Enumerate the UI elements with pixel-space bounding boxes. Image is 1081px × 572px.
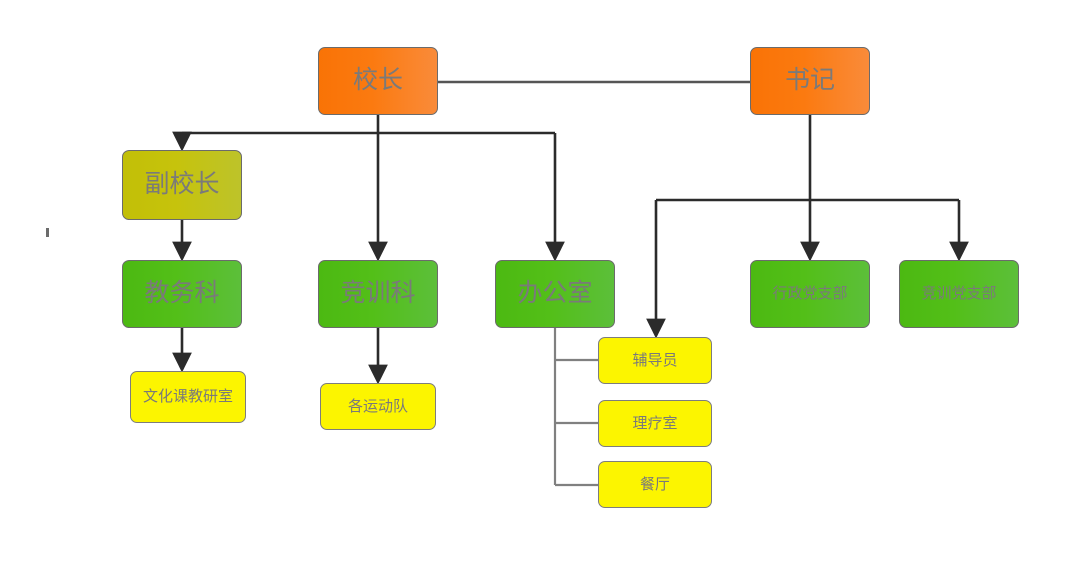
node-training-party[interactable]: 竞训党支部 — [899, 260, 1019, 328]
node-culture-office[interactable]: 文化课教研室 — [130, 371, 246, 423]
node-training-dept[interactable]: 竞训科 — [318, 260, 438, 328]
node-sports-teams[interactable]: 各运动队 — [320, 383, 436, 430]
node-academic-affairs[interactable]: 教务科 — [122, 260, 242, 328]
node-vice-principal[interactable]: 副校长 — [122, 150, 242, 220]
node-counselor[interactable]: 辅导员 — [598, 337, 712, 384]
node-admin-party[interactable]: 行政党支部 — [750, 260, 870, 328]
node-office[interactable]: 办公室 — [495, 260, 615, 328]
stray-tick-mark — [46, 228, 49, 237]
node-secretary[interactable]: 书记 — [750, 47, 870, 115]
node-canteen[interactable]: 餐厅 — [598, 461, 712, 508]
node-therapy-room[interactable]: 理疗室 — [598, 400, 712, 447]
node-principal[interactable]: 校长 — [318, 47, 438, 115]
